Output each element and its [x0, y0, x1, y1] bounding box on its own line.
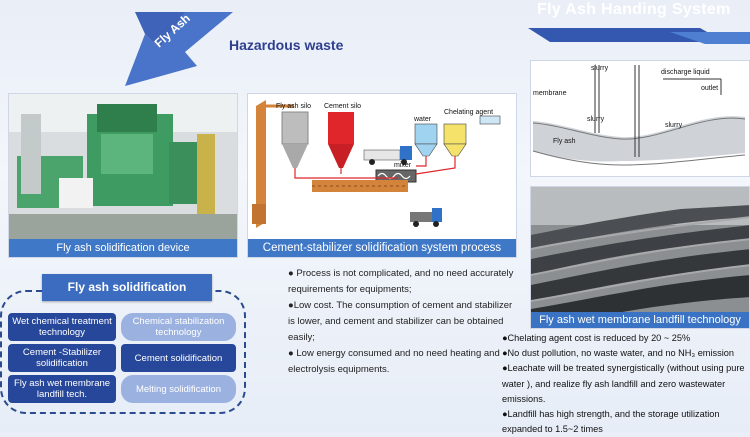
method-cement-stabilizer: Cement -Stabilizer solidification [8, 344, 116, 372]
device-caption: Fly ash solidification device [9, 239, 237, 257]
landfill-illustration: slurry discharge liquid membrane outlet … [531, 61, 749, 176]
landfill-advantage-item: ●No dust pollution, no waste water, and … [502, 348, 734, 359]
landfill-advantage-item: ●Landfill has high strength, and the sto… [502, 409, 720, 435]
slurry-top-label: slurry [591, 65, 609, 72]
landfill-photo: Fly ash wet membrane landfill technology [530, 186, 750, 329]
fly-ash-label: Fly ash [553, 138, 576, 145]
process-advantage-item: ● Process is not complicated, and no nee… [288, 268, 514, 295]
landfill-photo-illustration [531, 187, 749, 328]
process-illustration: Fly ash silo Cement silo Chelating agent… [248, 94, 516, 241]
solidification-title: Fly ash solidification [42, 274, 212, 301]
landfill-diagram: slurry discharge liquid membrane outlet … [530, 60, 750, 177]
process-advantages: ● Process is not complicated, and no nee… [288, 266, 520, 378]
method-wet-chemical: Wet chemical treatment technology [8, 313, 116, 341]
membrane-label: membrane [533, 90, 567, 97]
mixer-label: mixer [394, 162, 412, 169]
title-banner [528, 28, 750, 44]
method-chemical-stabilization: Chemical stabilization technology [121, 313, 236, 341]
discharge-liquid-label: discharge liquid [661, 69, 710, 76]
landfill-caption: Fly ash wet membrane landfill technology [531, 312, 749, 328]
landfill-advantage-item: ●Chelating agent cost is reduced by 20 ~… [502, 333, 691, 343]
water-label: water [413, 116, 432, 123]
system-title: Fly Ash Handing System [537, 1, 731, 18]
process-diagram: Fly ash silo Cement silo Chelating agent… [247, 93, 517, 258]
process-advantage-item: ●Low cost. The consumption of cement and… [288, 300, 513, 343]
cement-silo-label: Cement silo [324, 103, 361, 110]
method-wet-membrane-landfill: Fly ash wet membrane landfill tech. [8, 375, 116, 403]
slurry-left-label: slurry [587, 116, 605, 123]
landfill-advantages: ●Chelating agent cost is reduced by 20 ~… [502, 331, 747, 437]
outlet-label: outlet [701, 85, 718, 92]
hazardous-waste-title: Hazardous waste [229, 37, 344, 53]
landfill-advantage-item: ●Leachate will be treated synergisticall… [502, 363, 745, 404]
process-advantage-item: ● Low energy consumed and no need heatin… [288, 348, 500, 375]
chelating-agent-label: Chelating agent [444, 109, 493, 116]
device-photo: Fly ash solidification device [8, 93, 238, 258]
device-illustration [9, 94, 237, 241]
fly-ash-silo-label: Fly ash silo [276, 103, 311, 110]
method-melting-solidification: Melting solidification [121, 375, 236, 403]
fly-ash-arrow: Fly Ash [125, 11, 233, 86]
method-cement-solidification: Cement solidification [121, 344, 236, 372]
slurry-right-label: slurry [665, 122, 683, 129]
process-caption: Cement-stabilizer solidification system … [248, 239, 516, 257]
